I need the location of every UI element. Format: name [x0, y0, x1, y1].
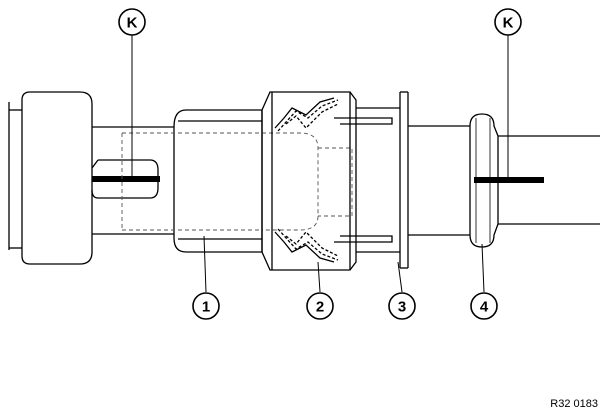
- callout-2: 2: [306, 292, 334, 320]
- hidden-lines: [121, 132, 353, 231]
- callout-4: 4: [470, 292, 498, 320]
- callout-k-right: K: [494, 8, 522, 36]
- svg-text:K: K: [127, 15, 138, 32]
- svg-text:4: 4: [480, 299, 489, 316]
- right-shaft: [408, 125, 600, 236]
- svg-text:2: 2: [316, 299, 324, 316]
- figure-reference: R32 0183: [550, 398, 598, 410]
- callout-k-left: K: [118, 8, 146, 36]
- coupling-part-2: [261, 91, 393, 271]
- marking-k-right: [474, 177, 544, 183]
- marking-k-left: [92, 176, 160, 182]
- callout-3: 3: [388, 292, 416, 320]
- left-shaft-section: [91, 126, 174, 235]
- sleeve-part-1: [173, 109, 263, 253]
- flange-part-3: [356, 91, 409, 269]
- svg-text:1: 1: [202, 299, 210, 316]
- left-grip: [8, 91, 93, 265]
- callout-1: 1: [192, 292, 220, 320]
- svg-text:K: K: [503, 15, 514, 32]
- leader-lines: [131, 35, 509, 293]
- svg-text:3: 3: [398, 299, 406, 316]
